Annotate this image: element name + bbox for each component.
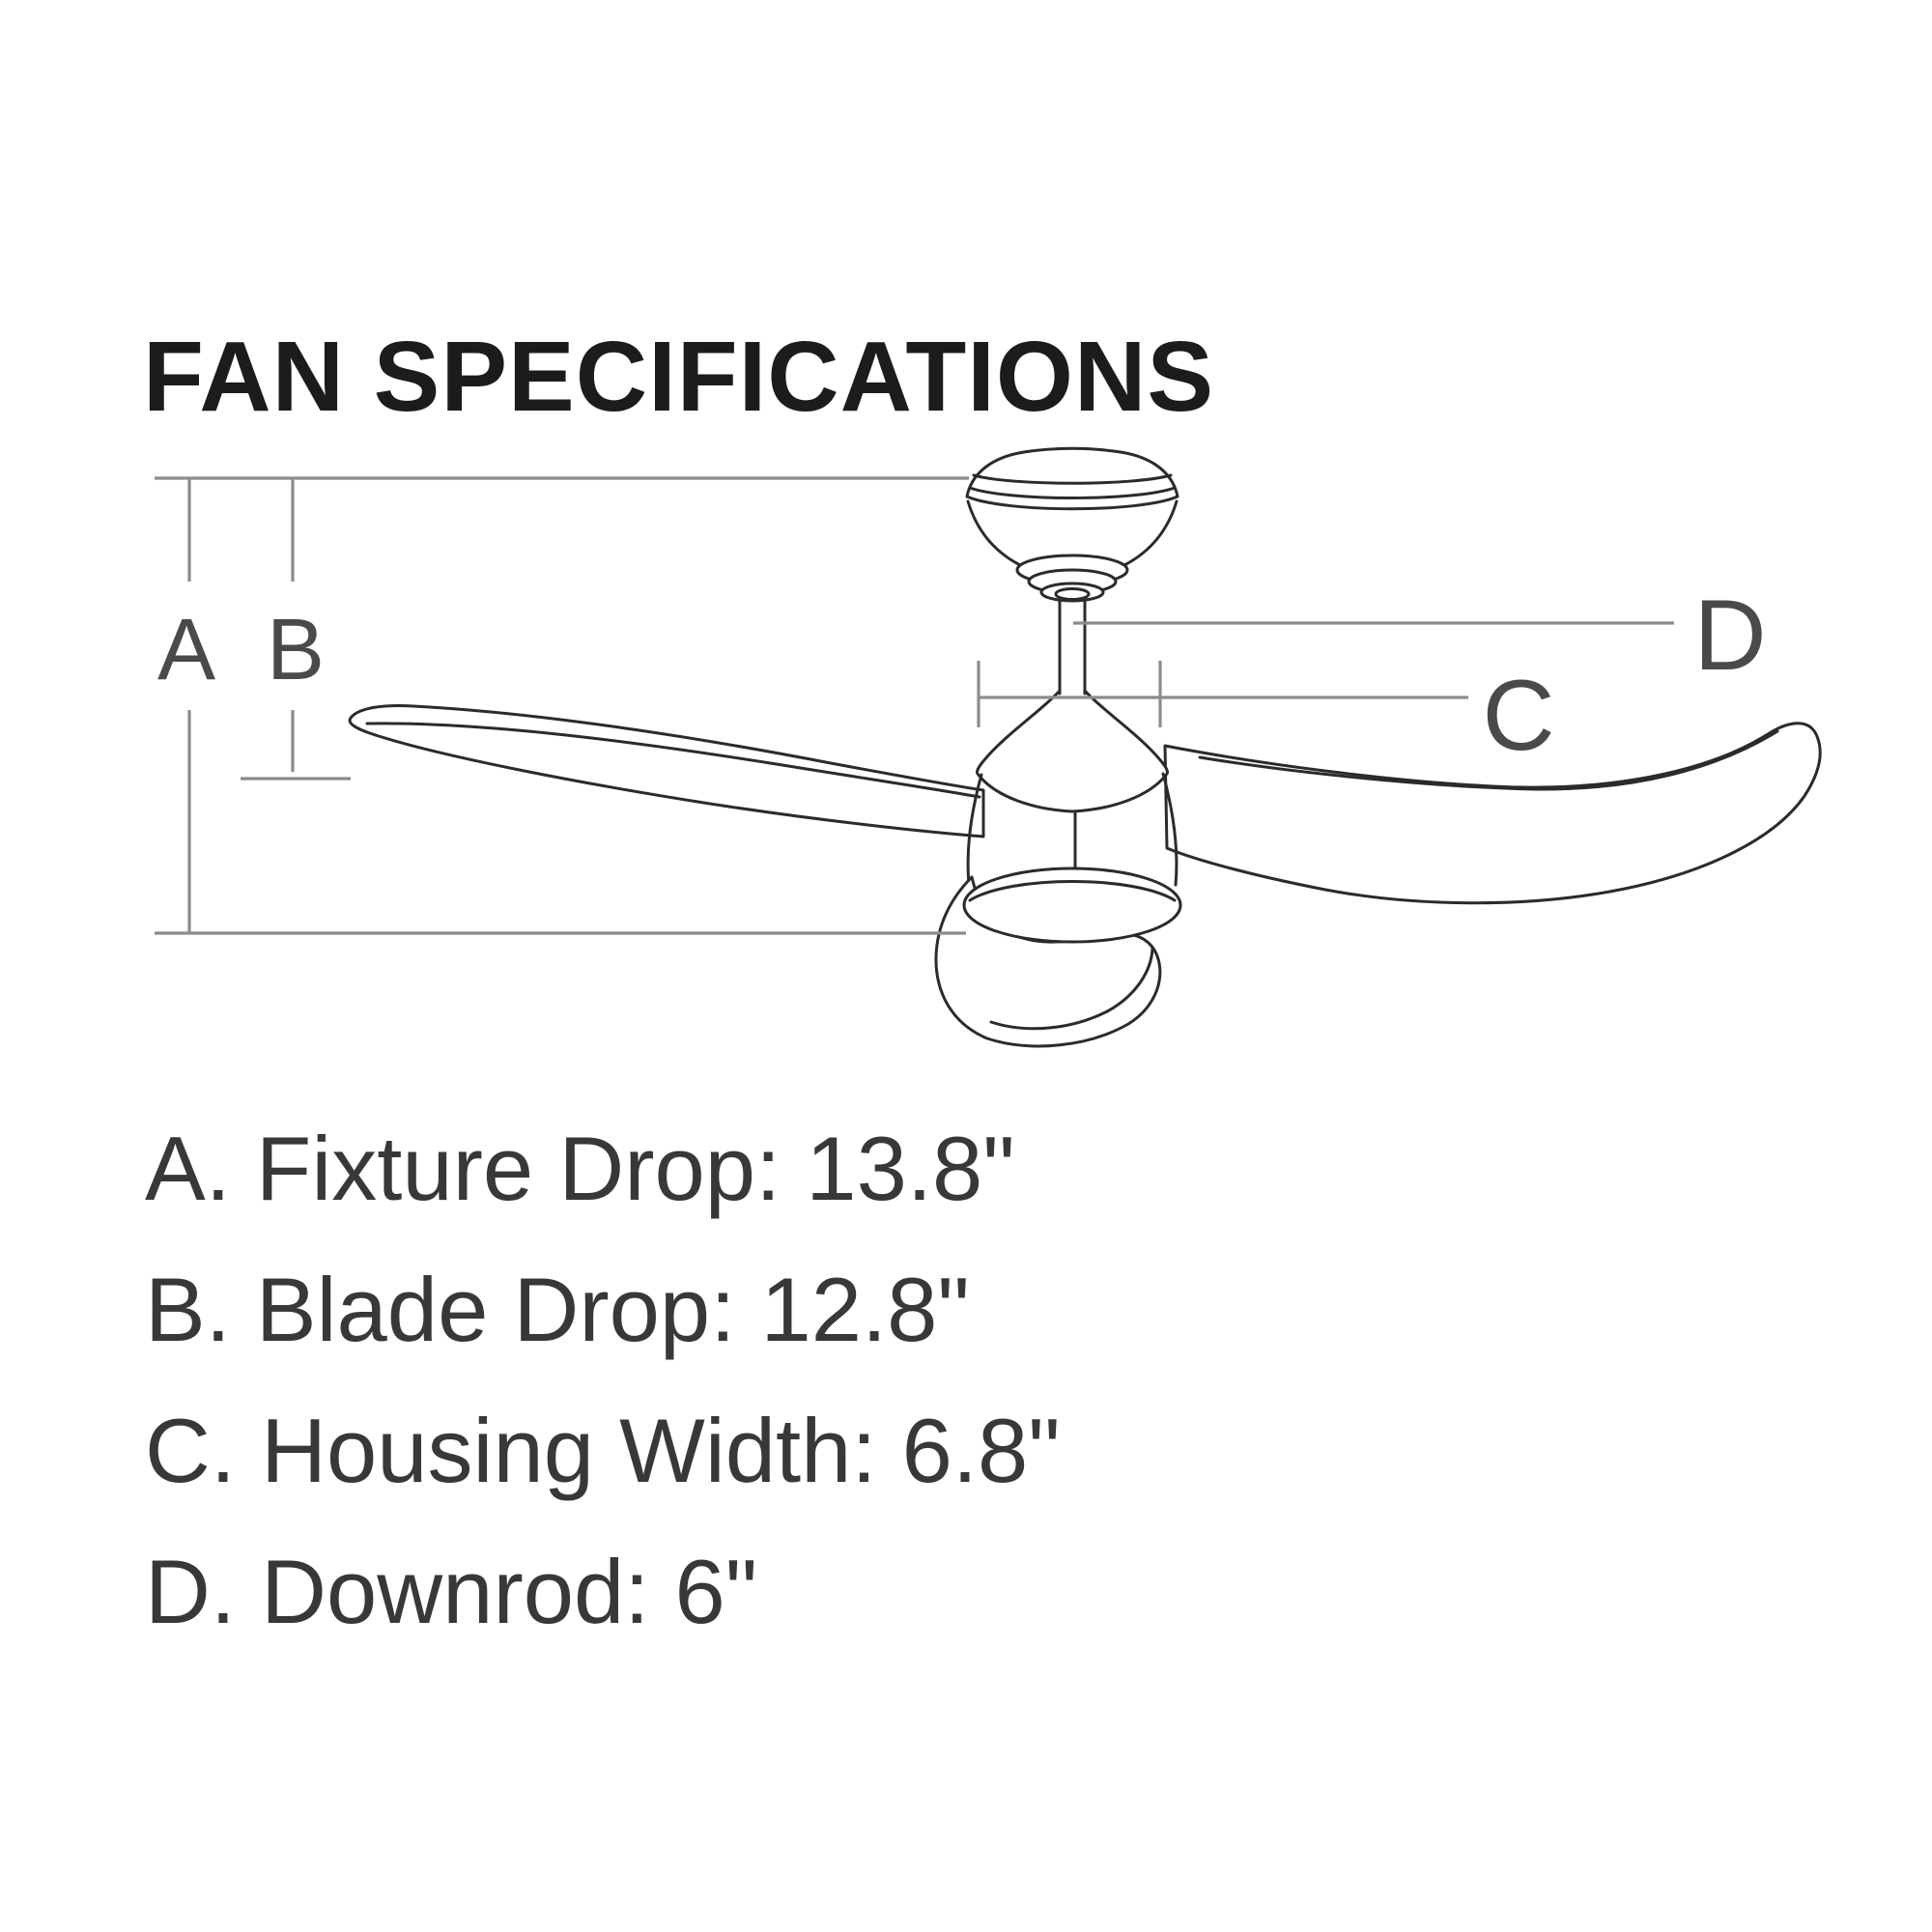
dimension-lines <box>155 476 1674 935</box>
dim-label-a: A <box>156 602 216 698</box>
light-kit-lens <box>962 867 1182 944</box>
canopy-left-side <box>966 499 1022 567</box>
right-blade-edge-line <box>1198 729 1779 791</box>
dim-label-b: B <box>266 602 326 698</box>
right-blade-outline <box>1163 722 1822 905</box>
spec-list: A. Fixture Drop: 13.8" B. Blade Drop: 12… <box>145 1098 1061 1662</box>
canopy-right-side <box>1122 499 1179 567</box>
dim-label-c: C <box>1482 660 1555 772</box>
left-blade-edge-line <box>365 722 981 799</box>
downrod-fill <box>1060 589 1085 694</box>
canopy-ring-upper <box>972 473 1173 485</box>
housing-left-seam <box>966 773 983 887</box>
ceiling-fan-drawing <box>348 446 1822 1048</box>
spec-line-blade-drop: B. Blade Drop: 12.8" <box>145 1259 970 1360</box>
canopy-ring-lower <box>968 486 1177 499</box>
page-title: FAN SPECIFICATIONS <box>143 321 1215 432</box>
spec-line-housing-width: C. Housing Width: 6.8" <box>145 1400 1061 1501</box>
canopy-collar-hole <box>1054 587 1091 601</box>
housing-right-seam <box>1161 772 1179 887</box>
spec-line-fixture-drop: A. Fixture Drop: 13.8" <box>145 1118 1015 1219</box>
motor-housing <box>976 690 1169 813</box>
light-kit-rim-line <box>968 880 1177 902</box>
canopy-dome <box>965 446 1179 511</box>
dim-label-d: D <box>1693 580 1767 692</box>
left-blade-outline <box>348 704 985 838</box>
center-blade-edge-line <box>989 947 1154 1031</box>
spec-line-downrod: D. Downrod: 6" <box>145 1541 758 1642</box>
canopy-side-fill <box>968 501 1177 565</box>
